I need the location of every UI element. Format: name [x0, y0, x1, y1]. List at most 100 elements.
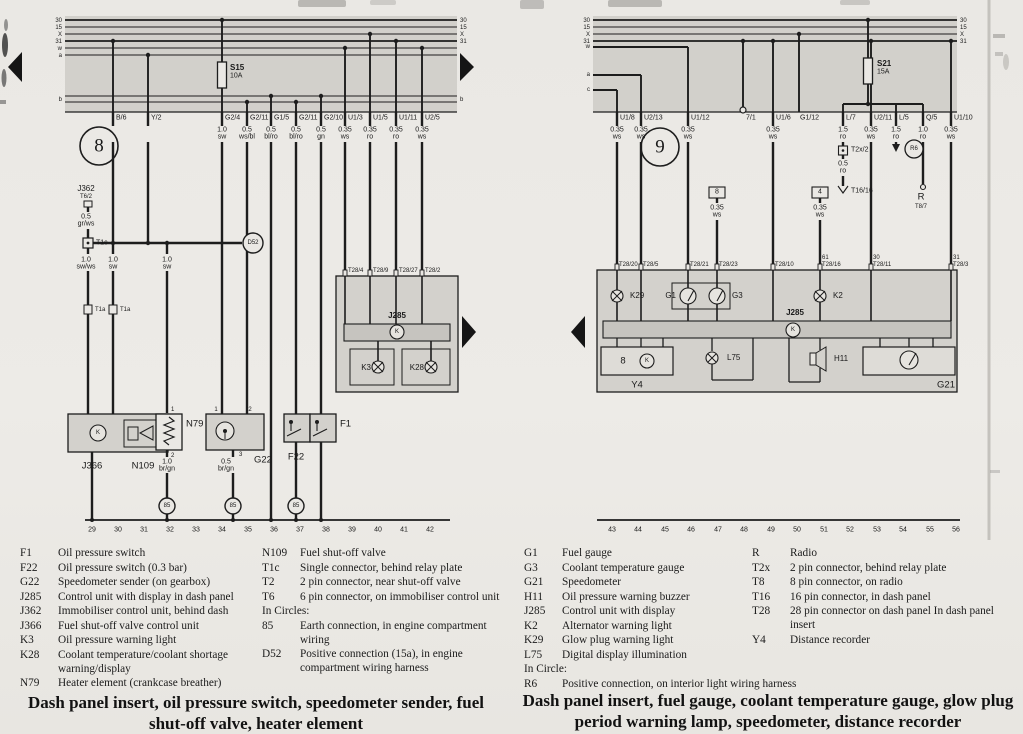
pin-label: T28/27	[399, 268, 418, 274]
component-label-h11: H11	[834, 354, 849, 363]
diagram-label: 0.35	[944, 126, 958, 134]
legend-code: G22	[20, 576, 40, 588]
connector-t16-arrow	[837, 185, 849, 194]
track-number: 34	[218, 526, 226, 534]
diagram-label: 0.5	[316, 126, 326, 134]
arrow-left-icon	[8, 52, 22, 82]
legend-desc: Fuel gauge	[562, 547, 612, 559]
legend-code: R	[752, 547, 760, 559]
legend-code: T8	[752, 576, 765, 588]
diagram-label: bl/ro	[289, 133, 303, 141]
diagram-label: 31	[953, 255, 960, 261]
connector-label-t1c: T1c	[96, 239, 108, 247]
fuse-s21-symbol	[862, 57, 874, 85]
legend-code: K29	[524, 634, 544, 646]
component-label-k3: K3	[361, 363, 371, 372]
track-number: 46	[687, 526, 695, 534]
y4-box	[600, 346, 674, 376]
diagram-label: ws	[712, 211, 722, 219]
gauge-symbol-g3	[708, 287, 726, 305]
connector-label: 7/1	[746, 114, 756, 122]
diagram-label: 1.0	[162, 256, 172, 264]
component-label-l75: L75	[727, 353, 741, 362]
diagram-label: 0.5	[838, 160, 848, 168]
earth-85: 85	[229, 503, 237, 509]
track-number: 31	[140, 526, 148, 534]
legend-code: K2	[524, 619, 538, 632]
legend-desc: 28 pin connector on dash panel In dash p…	[790, 605, 994, 631]
connector-label: Y/2	[151, 114, 162, 122]
legend-desc: Control unit with display in dash panel	[58, 590, 234, 603]
legend-row: G22 Speedometer sender (on gearbox)	[20, 575, 248, 589]
diagram-label: gr/ws	[77, 220, 95, 228]
earth-85-symbol	[287, 497, 305, 515]
diagram-label: ws	[815, 211, 825, 219]
diagram-label: K	[790, 327, 796, 333]
circle-connection-r6: R6	[910, 146, 918, 152]
arrow-down-icon	[892, 144, 900, 152]
legend-desc: Control unit with display	[562, 605, 676, 617]
legend-code: G3	[524, 561, 538, 574]
diagram-label: ro	[919, 133, 927, 141]
diagram-label: 0.5	[221, 458, 231, 466]
component-label-j362: J362	[77, 184, 95, 193]
legend-code: K3	[20, 634, 34, 646]
track-number: 48	[740, 526, 748, 534]
diagram-label: 31	[583, 39, 590, 45]
connector-label: G1/5	[274, 114, 290, 122]
connector-label-t2x2: T2x/2	[851, 146, 869, 154]
fuse-s21-label: S21	[877, 59, 892, 68]
legend-code: N109	[262, 547, 288, 559]
legend-code: J285	[524, 605, 546, 617]
diagram-label: ro	[392, 133, 400, 141]
circuit-number-9: 9	[655, 136, 665, 158]
bus-terminal-x: X	[57, 32, 62, 38]
diagram-label: X	[460, 32, 465, 38]
connector-label: U1/6	[776, 114, 791, 122]
legend-code: T6	[262, 590, 275, 603]
connector-label: G2/11	[299, 114, 318, 122]
legend-code: T1c	[262, 561, 280, 574]
diagram-label: ro	[839, 167, 847, 175]
diagram-label: K	[95, 430, 101, 436]
diagram-label: 0.35	[415, 126, 429, 134]
legend-desc: Distance recorder	[790, 633, 870, 646]
arrow-right-icon	[462, 316, 476, 348]
connector-label: G2/4	[225, 114, 241, 122]
diagram-label: 0.35	[864, 126, 878, 134]
diagram-label: 1	[171, 407, 175, 413]
legend-code: K28	[20, 648, 40, 661]
legend-desc: 2 pin connector, behind relay plate	[790, 561, 947, 574]
diagram-label: ws	[612, 133, 622, 141]
component-label-f1: F1	[340, 418, 352, 430]
diagram-label: ro	[892, 133, 900, 141]
connector-label: L/5	[899, 114, 909, 122]
legend-desc: Speedometer sender (on gearbox)	[58, 576, 211, 588]
diagram-label: ws	[417, 133, 427, 141]
legend-desc: Single connector, behind relay plate	[300, 561, 463, 574]
caption-right: Dash panel insert, fuel gauge, coolant t…	[522, 691, 1014, 731]
diagram-label: ro	[366, 133, 374, 141]
track-number: 30	[114, 526, 122, 534]
fuse-s15-rating: 10A	[230, 72, 243, 80]
track-number: 49	[767, 526, 775, 534]
circuit-number-8: 8	[94, 135, 104, 157]
diagram-label: T6/2	[79, 194, 93, 200]
pin-label: T28/16	[822, 262, 841, 268]
legend-desc: Speedometer	[562, 576, 621, 588]
diagram-label: 15	[583, 25, 590, 31]
legend-desc: Oil pressure switch (0.3 bar)	[58, 561, 187, 574]
diagram-label: w	[57, 46, 62, 52]
